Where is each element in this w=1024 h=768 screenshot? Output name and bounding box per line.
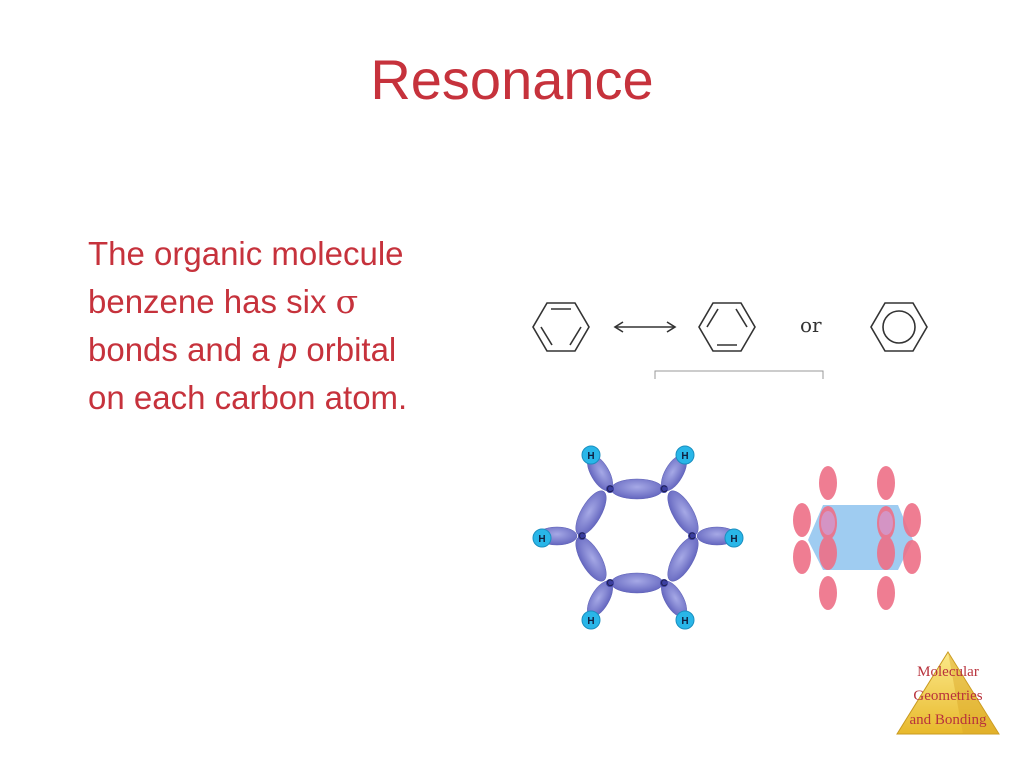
c-label: C [661, 484, 668, 494]
slide-body-text: The organic molecule benzene has six σ b… [88, 230, 488, 422]
hydrogen-atom [581, 445, 601, 465]
sigma-symbol: σ [335, 282, 359, 321]
body-line-2: benzene has six σ [88, 278, 488, 326]
chapter-badge-triangle [896, 651, 1000, 735]
chapter-badge-label: Molecular Geometries and Bonding [888, 660, 1008, 732]
badge-line-1: Molecular [917, 664, 979, 680]
body-line-3: bonds and a p orbital [88, 326, 488, 374]
p-symbol: p [278, 331, 298, 368]
c-label: C [579, 531, 586, 541]
body-line-3-tail: orbital [297, 331, 397, 368]
h-label: H [538, 534, 545, 545]
h-label: H [587, 616, 594, 627]
c-label: C [689, 531, 696, 541]
p-orbital-diagram [793, 466, 921, 610]
slide-title: Resonance [370, 48, 654, 111]
kekule-structure-1 [532, 302, 590, 352]
h-label: H [587, 451, 594, 462]
c-label: C [661, 578, 668, 588]
sigma-bond-framework: H H H H H H C C C C C C [532, 445, 744, 630]
delocalized-benzene [870, 302, 928, 352]
hydrogen-atom [581, 610, 601, 630]
c-label: C [607, 578, 614, 588]
hydrogen-atom [675, 445, 695, 465]
c-label: C [607, 484, 614, 494]
h-label: H [730, 534, 737, 545]
hydrogen-atom [675, 610, 695, 630]
badge-line-2: Geometries [913, 688, 983, 704]
body-line-1: The organic molecule [88, 235, 404, 272]
body-line-4: on each carbon atom. [88, 379, 408, 416]
body-line-2-text: benzene has six [88, 283, 336, 320]
hydrogen-atom [532, 528, 552, 548]
body-line-3-text: bonds and a [88, 331, 279, 368]
hydrogen-atom [724, 528, 744, 548]
h-label: H [681, 451, 688, 462]
kekule-structure-2 [698, 302, 756, 352]
h-label: H [681, 616, 688, 627]
or-label: or [800, 313, 822, 337]
badge-line-3: and Bonding [909, 712, 987, 728]
benzene-resonance-diagram: or [532, 302, 928, 379]
